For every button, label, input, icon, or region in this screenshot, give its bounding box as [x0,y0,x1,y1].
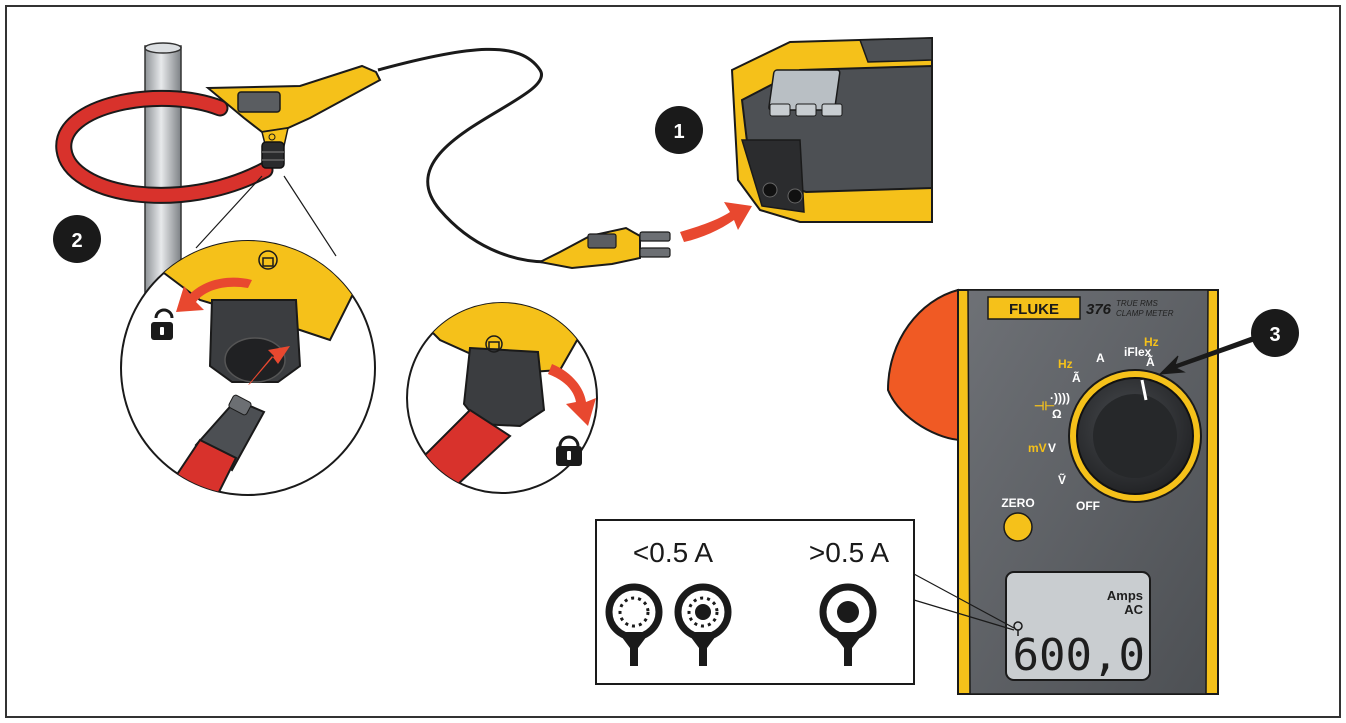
dial-label-a-ac: Ã [1072,370,1081,385]
dial-label-iflex: iFlex [1124,345,1152,359]
meter-connector-end [730,36,933,223]
clamp-jaw [886,288,964,442]
legend-label-above-threshold: >0.5 A [809,537,890,568]
model-number: 376 [1086,301,1112,318]
lock-symbol-icon [485,335,503,353]
step-badge-2: 2 [53,215,101,263]
brand-name: FLUKE [1009,301,1059,318]
dial-label-v-dc: V [1048,441,1056,455]
dial-label-a-dc: A [1096,351,1105,365]
dial-label-iflex-hz: Hz [1144,335,1159,349]
dial-label-ohm: Ω [1052,407,1062,421]
dial-label-mv: mV [1028,441,1047,455]
rotate-left-arrow-icon [176,277,252,312]
zero-button-label: ZERO [1001,496,1034,510]
dial-pointer-arrow [1158,336,1255,375]
dial-label-continuity: ·)))) [1050,391,1070,405]
step-number-2: 2 [71,230,82,252]
step-number-1: 1 [673,121,684,143]
rotate-right-arrow-icon [548,364,596,426]
dial-label-iflex-a: Ã [1146,354,1155,369]
iflex-sensor-head [205,64,382,169]
legend-label-below-threshold: <0.5 A [633,537,714,568]
indicator-icon-low-center [674,583,732,666]
iflex-indicator-icon [1013,621,1023,636]
banana-plug-connector [536,226,671,270]
insert-arrow-icon [680,202,752,242]
lcd-reading: 600,0 [1013,630,1145,681]
zoom-leader-line [283,175,337,257]
sensor-cable [377,47,549,264]
brand-plate [987,296,1081,320]
flex-coil-loop [55,89,274,204]
lcd-units-ac: AC [1124,602,1143,617]
step-badge-1: 1 [655,106,703,154]
lock-closed-icon [556,435,582,466]
zero-button[interactable] [1003,512,1033,542]
dial-pointer [1140,379,1148,401]
dial-label-hz: Hz [1058,357,1073,371]
indicator-icon-high-solid [819,583,877,666]
clamp-meter: FLUKE 376 TRUE RMS CLAMP METER Hz Ã A iF… [886,288,1219,695]
unlock-icon [151,308,174,340]
insert-up-arrow-icon [248,346,290,385]
indicator-icon-low-dashed [605,583,663,666]
lock-symbol-icon [258,250,278,270]
model-desc-line1: TRUE RMS [1116,299,1158,308]
legend-callout-line [913,573,1015,629]
zoom-circle-unlock [120,240,376,496]
conductor-pole [144,42,182,297]
zoom-leader-line [195,175,263,249]
dial-label-capacitance: ⊣⊢ [1034,399,1055,413]
step-number-3: 3 [1269,324,1280,346]
lcd-units-amps: Amps [1107,588,1143,603]
legend-callout-line [913,599,1015,631]
iflex-indicator-legend: <0.5 A >0.5 A [595,519,1015,685]
lcd-display: Amps AC 600,0 [1005,571,1151,681]
dial-label-v-ac: Ṽ [1058,472,1066,487]
step-badge-3: 3 [1251,309,1299,357]
dial-label-off: OFF [1076,499,1100,513]
model-desc-line2: CLAMP METER [1116,309,1174,318]
function-selector-dial[interactable] [1068,369,1202,503]
